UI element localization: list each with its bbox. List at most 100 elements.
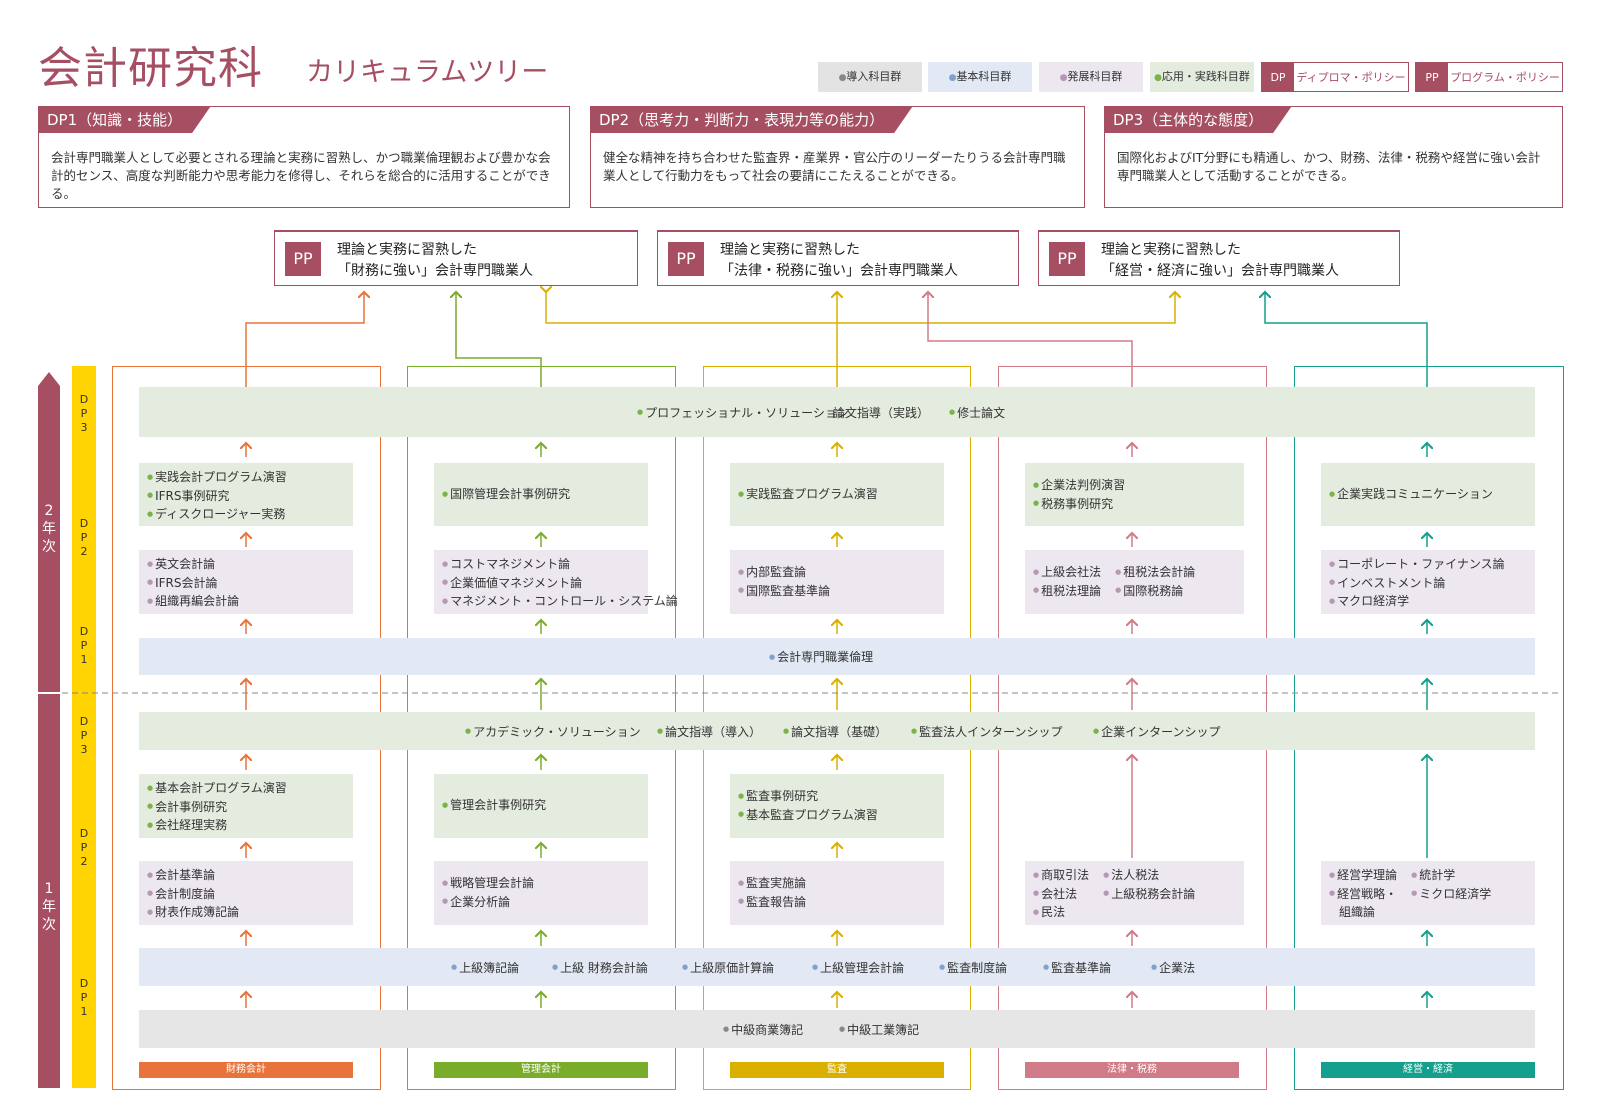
course-item: 監査報告論 <box>738 893 936 912</box>
pp-line-1: 理論と実務に習熟した <box>1101 242 1241 258</box>
course-item: 論文指導（基礎） <box>783 723 887 740</box>
course-item: 租税法会計論 <box>1115 563 1195 582</box>
course-item: 会計専門職業倫理 <box>769 648 873 665</box>
y2-green-audit: 実践監査プログラム演習 <box>730 463 944 526</box>
course-item: 監査実施論 <box>738 874 936 893</box>
year2-char: 2 <box>44 503 54 519</box>
dp-strip-label: 1 <box>80 653 88 666</box>
pp-box-law-tax: PP 理論と実務に習熟した 「法律・税務に強い」会計専門職業人 <box>657 230 1019 286</box>
course-item: 租税法理論 <box>1033 582 1101 601</box>
legend-dp-tag: DP <box>1262 63 1294 91</box>
pp-line-1: 理論と実務に習熟した <box>720 242 860 258</box>
y2-purple-law-tax: 上級会社法租税法理論 租税法会計論国際税務論 <box>1025 550 1244 614</box>
legend-applied: ●応用・実践科目群 <box>1150 62 1254 92</box>
pp-box-finance: PP 理論と実務に習熟した 「財務に強い」会計専門職業人 <box>274 230 638 286</box>
y2-green-law-tax: 企業法判例演習 税務事例研究 <box>1025 463 1244 526</box>
course-item: 監査基準論 <box>1043 959 1111 976</box>
column-label-law-tax: 法律・税務 <box>1025 1062 1239 1078</box>
year1-char: 次 <box>42 917 56 933</box>
dp-strip-label: 2 <box>80 855 88 868</box>
course-item: 統計学 <box>1411 866 1491 885</box>
course-item: 会社法 <box>1033 885 1089 904</box>
y2-green-financial: 実践会計プログラム演習 IFRS事例研究 ディスクロージャー実務 <box>139 463 353 526</box>
course-item: 管理会計事例研究 <box>442 796 640 815</box>
dp2-box: DP2（思考力・判断力・表現力等の能力） 健全な精神を持ち合わせた監査界・産業界… <box>590 106 1085 208</box>
dp3-box: DP3（主体的な態度） 国際化およびIT分野にも精通し、かつ、財務、法律・税務や… <box>1104 106 1563 208</box>
y1-purple-law-tax: 商取引法会社法民法 法人税法上級税務会計論 <box>1025 861 1244 925</box>
y1-purple-economics: 経営学理論経営戦略・組織論 統計学ミクロ経済学 <box>1321 861 1535 925</box>
course-item: コストマネジメント論 <box>442 555 640 574</box>
course-item: 企業インターンシップ <box>1093 723 1220 740</box>
page-title: 会計研究科 <box>38 43 263 94</box>
course-item: 戦略管理会計論 <box>442 874 640 893</box>
legend-pp-tag: PP <box>1416 63 1448 91</box>
dp-strip: D P 3 D P 2 D P 1 D P 3 D P 2 D P 1 <box>72 366 96 1088</box>
course-item: 修士論文 <box>949 404 1005 421</box>
course-item: 経営学理論 <box>1329 866 1397 885</box>
dp3-text: 国際化およびIT分野にも精通し、かつ、財務、法律・税務や経営に強い会計専門職業人… <box>1117 150 1541 183</box>
band-y2-dp1: 会計専門職業倫理 <box>139 638 1535 675</box>
dp1-title: DP1（知識・技能） <box>39 107 210 133</box>
course-item: ディスクロージャー実務 <box>147 505 345 524</box>
band-y1-dp3: アカデミック・ソリューション 論文指導（導入） 論文指導（基礎） 監査法人インタ… <box>139 712 1535 750</box>
legend-dp-label: ディプロマ・ポリシー <box>1296 71 1406 84</box>
course-item: 経営戦略・ <box>1329 885 1397 904</box>
course-item: 上級税務会計論 <box>1103 885 1195 904</box>
y2-green-economics: 企業実践コミュニケーション <box>1321 463 1535 526</box>
dp-strip-label: P <box>80 841 88 854</box>
course-item: 監査事例研究 <box>738 787 936 806</box>
course-item: 中級商業簿記 <box>723 1021 803 1038</box>
y2-green-management: 国際管理会計事例研究 <box>434 463 648 526</box>
band-y2-dp3: プロフェッショナル・ソリューション 論文指導（実践） 修士論文 <box>139 387 1535 437</box>
pp-line-2: 「経営・経済に強い」会計専門職業人 <box>1101 263 1339 279</box>
y2-purple-financial: 英文会計論 IFRS会計論 組織再編会計論 <box>139 550 353 614</box>
legend-intro-label: 導入科目群 <box>846 70 902 83</box>
course-item: 上級管理会計論 <box>812 959 904 976</box>
y2-purple-economics: コーポレート・ファイナンス論 インベストメント論 マクロ経済学 <box>1321 550 1535 614</box>
y1-green-management: 管理会計事例研究 <box>434 774 648 838</box>
course-item: 財表作成簿記論 <box>147 903 345 922</box>
course-item: 会計事例研究 <box>147 798 345 817</box>
course-item: IFRS事例研究 <box>147 487 345 506</box>
pp-line-1: 理論と実務に習熟した <box>337 242 477 258</box>
y1-purple-audit: 監査実施論 監査報告論 <box>730 861 944 925</box>
course-item: 上級会社法 <box>1033 563 1101 582</box>
course-item: 実践監査プログラム演習 <box>738 485 936 504</box>
column-label-economics: 経営・経済 <box>1321 1062 1535 1078</box>
year2-char: 年 <box>42 521 56 537</box>
course-item: プロフェッショナル・ソリューション <box>637 404 849 421</box>
dp1-text: 会計専門職業人として必要とされる理論と実務に習熟し、かつ職業倫理観および豊かな会… <box>51 150 551 201</box>
dp-strip-label: D <box>79 715 89 728</box>
course-item: 税務事例研究 <box>1033 495 1236 514</box>
dp-strip-label: 3 <box>80 743 88 756</box>
course-item: IFRS会計論 <box>147 574 345 593</box>
year2-char: 次 <box>42 539 56 555</box>
legend-pp: PP プログラム・ポリシー <box>1415 62 1563 92</box>
legend-dp: DP ディプロマ・ポリシー <box>1261 62 1409 92</box>
dp-strip-label: D <box>79 827 89 840</box>
course-item: 上級原価計算論 <box>682 959 774 976</box>
course-item: 会社経理実務 <box>147 816 345 835</box>
pp-badge: PP <box>668 242 704 276</box>
course-item: 論文指導（実践） <box>833 405 930 420</box>
course-item: 国際管理会計事例研究 <box>442 485 640 504</box>
column-label-financial: 財務会計 <box>139 1062 353 1078</box>
course-item: 論文指導（導入） <box>657 723 761 740</box>
dp-strip-label: D <box>79 977 89 990</box>
course-item: 民法 <box>1033 903 1089 922</box>
y1-purple-management: 戦略管理会計論 企業分析論 <box>434 861 648 925</box>
course-item: 商取引法 <box>1033 866 1089 885</box>
legend-advanced-label: 発展科目群 <box>1067 70 1123 83</box>
legend-pp-label: プログラム・ポリシー <box>1450 71 1560 84</box>
course-item: 基本監査プログラム演習 <box>738 806 936 825</box>
year-bar-2: 2 年 次 <box>38 372 60 692</box>
legend-basic: ●基本科目群 <box>928 62 1032 92</box>
course-item: 企業法判例演習 <box>1033 476 1236 495</box>
dp1-box: DP1（知識・技能） 会計専門職業人として必要とされる理論と実務に習熟し、かつ職… <box>38 106 570 208</box>
column-label-management: 管理会計 <box>434 1062 648 1078</box>
course-item: 企業分析論 <box>442 893 640 912</box>
pp-badge: PP <box>1049 242 1085 276</box>
y1-green-audit: 監査事例研究 基本監査プログラム演習 <box>730 774 944 838</box>
dp-strip-label: P <box>80 407 88 420</box>
